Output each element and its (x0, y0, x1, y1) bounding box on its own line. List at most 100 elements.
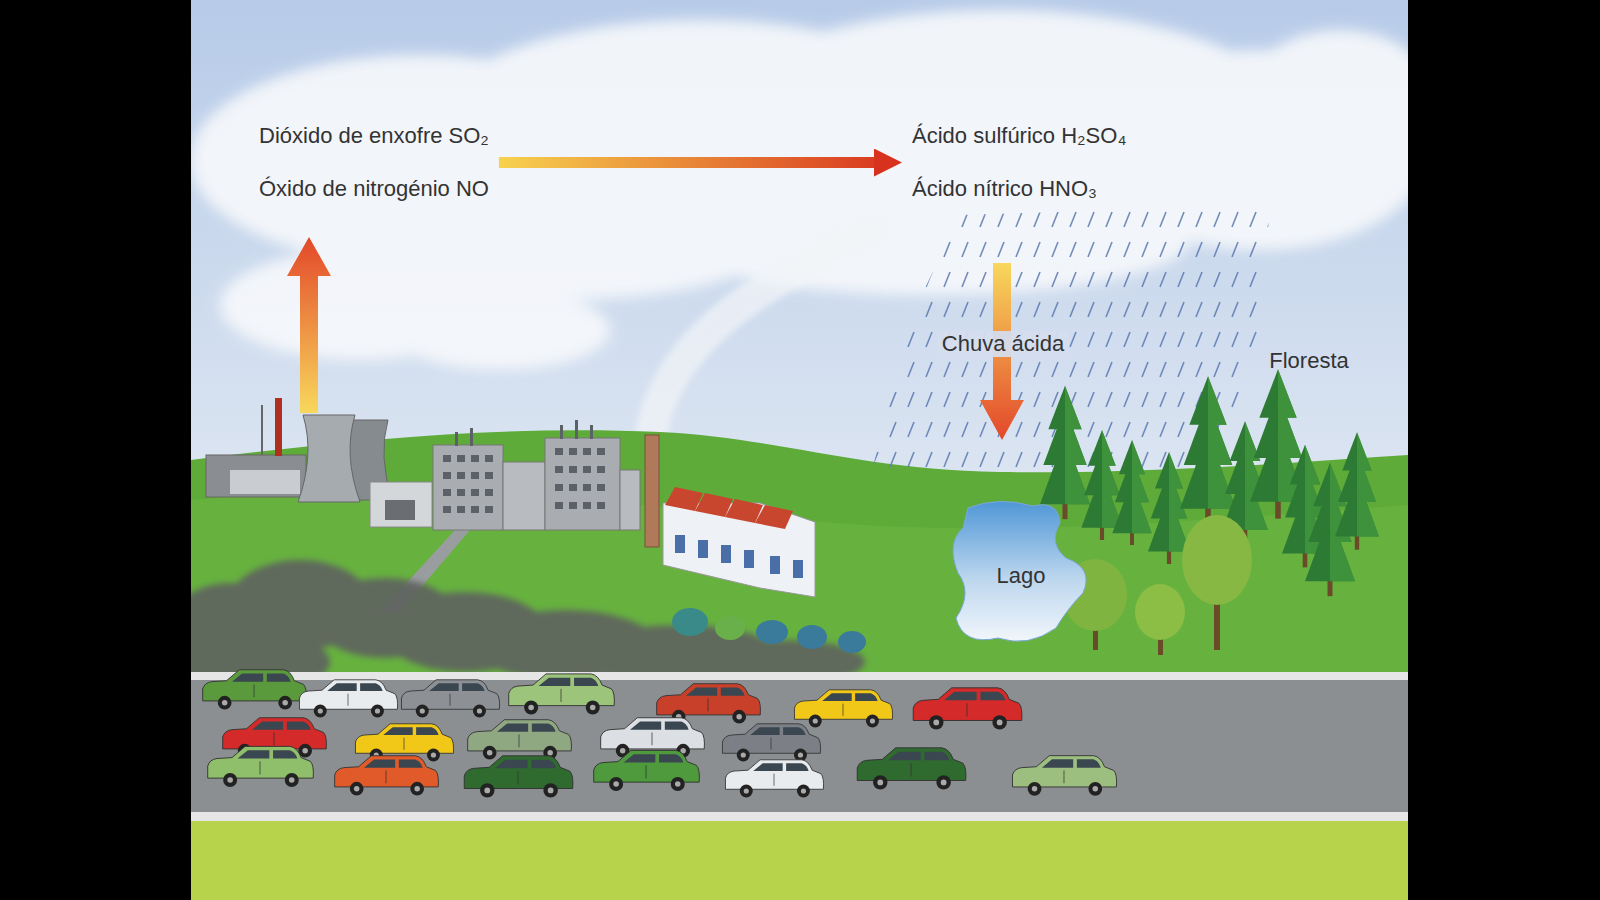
chemical-formula: Óxido de nitrogénio NO (259, 176, 489, 202)
office-buildings (575, 420, 578, 439)
chimney (645, 435, 659, 547)
office-buildings (590, 425, 593, 439)
office-buildings (470, 428, 473, 446)
power-plant (275, 398, 282, 456)
office-buildings (555, 502, 563, 509)
power-plant (230, 470, 300, 494)
forest (1135, 584, 1185, 640)
power-plant (385, 500, 415, 520)
factory (698, 540, 708, 558)
forest-label: Floresta (1269, 348, 1348, 374)
office-buildings (485, 455, 493, 462)
factory (793, 560, 803, 578)
office-buildings (471, 489, 479, 496)
chemical-formula: Ácido sulfúrico H₂SO₄ (912, 123, 1126, 149)
office-buildings (545, 438, 620, 530)
cars (203, 670, 307, 710)
cars (208, 746, 314, 787)
office-buildings (555, 466, 563, 473)
office-buildings (597, 448, 605, 455)
office-buildings (471, 472, 479, 479)
office-buildings (503, 462, 545, 530)
factory (770, 556, 780, 574)
cars (857, 748, 966, 790)
lake-shape: Lago (948, 498, 1094, 646)
office-buildings (485, 506, 493, 513)
office-buildings (457, 455, 465, 462)
chemical-formula: Ácido nítrico HNO₃ (912, 176, 1126, 202)
office-buildings (433, 445, 503, 530)
office-buildings (569, 448, 577, 455)
cars (725, 760, 823, 798)
smog (672, 608, 708, 636)
cars (401, 680, 499, 718)
office-buildings (583, 466, 591, 473)
office-buildings (443, 489, 451, 496)
office-buildings (560, 425, 563, 439)
office-buildings (569, 502, 577, 509)
office-buildings (471, 455, 479, 462)
cars (468, 720, 572, 760)
factory (663, 487, 815, 597)
office-buildings (433, 420, 640, 530)
office-buildings (485, 489, 493, 496)
road-edge (191, 672, 1408, 680)
office-buildings (485, 472, 493, 479)
factory (744, 550, 754, 568)
cars (335, 756, 439, 796)
office-buildings (569, 466, 577, 473)
formula-group: Dióxido de enxofre SO₂ Óxido de nitrogéni… (255, 121, 493, 204)
chemical-formula: Dióxido de enxofre SO₂ (259, 123, 489, 149)
office-buildings (620, 470, 640, 530)
cars (464, 756, 573, 798)
office-buildings (597, 466, 605, 473)
lake-water (953, 501, 1086, 641)
power-plant (298, 415, 360, 502)
cars (1012, 756, 1116, 796)
forest (1180, 376, 1236, 525)
office-buildings (471, 506, 479, 513)
cars (299, 680, 397, 718)
power-plant (206, 455, 306, 497)
factory (675, 535, 685, 553)
office-buildings (555, 448, 563, 455)
road (191, 676, 1408, 816)
office-buildings (457, 472, 465, 479)
cars (509, 674, 615, 715)
cloud (1250, 30, 1408, 150)
cars (913, 688, 1022, 730)
cloud (390, 290, 610, 370)
lake-label: Lago (997, 563, 1046, 589)
smog (838, 631, 866, 653)
forest (1040, 369, 1379, 655)
factory (675, 535, 803, 578)
office-buildings (583, 502, 591, 509)
forest (1112, 440, 1151, 545)
office-buildings (597, 502, 605, 509)
office-buildings (455, 432, 458, 446)
office-buildings (443, 472, 451, 479)
cars (794, 690, 892, 728)
factory (755, 505, 793, 529)
forest (1040, 386, 1090, 519)
office-buildings (569, 484, 577, 491)
office-buildings (443, 506, 451, 513)
power-plant (370, 482, 432, 527)
office-buildings (583, 448, 591, 455)
office-buildings (583, 484, 591, 491)
smog (715, 616, 745, 640)
cars (203, 670, 1117, 798)
office-buildings (555, 484, 563, 491)
rain-label: Chuva ácida (937, 331, 1069, 357)
formula-group: Ácido sulfúrico H₂SO₄ Ácido nítrico HNO₃ (908, 121, 1130, 204)
road-edge (191, 812, 1408, 821)
office-buildings (457, 489, 465, 496)
power-plant (261, 405, 263, 455)
smog (756, 620, 788, 644)
smog (797, 625, 827, 649)
factory (721, 545, 731, 563)
